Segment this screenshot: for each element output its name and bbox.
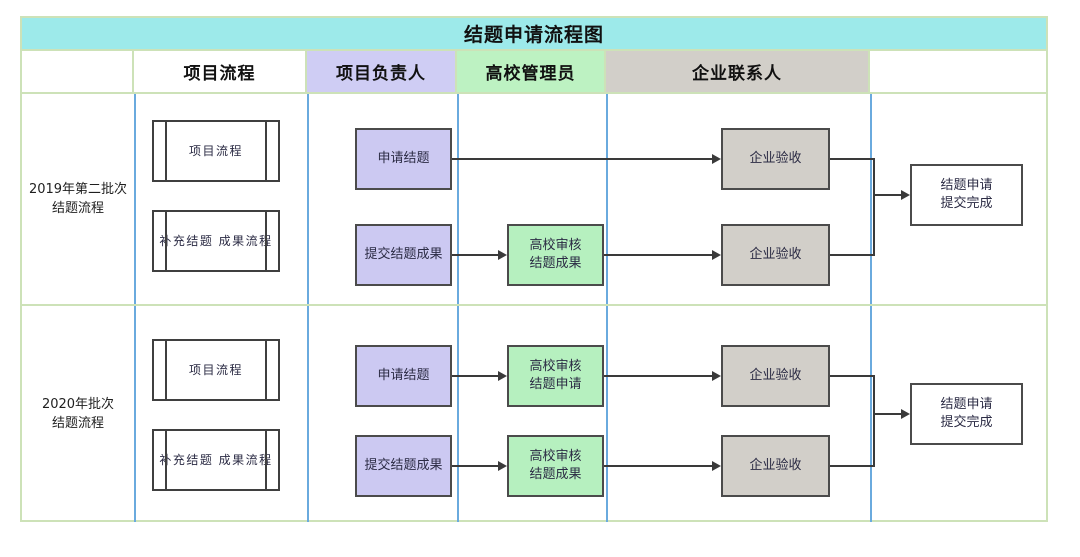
column-header-project-flow: 项目流程: [134, 51, 307, 92]
predefined-process-2020-project-flow[interactable]: 项目流程: [152, 339, 280, 401]
node-2019-company-acceptance-2[interactable]: 企业验收: [721, 224, 830, 286]
connector-2020-bus-to-final: [873, 413, 901, 415]
connector-2020-merge-bus: [873, 375, 875, 467]
connector-2019-company1-to-bus: [830, 158, 875, 160]
arrowhead-2020-submit-to-review: [498, 461, 507, 471]
lane-divider-3: [457, 94, 459, 522]
lane-divider-4: [606, 94, 608, 522]
lane-divider-2: [307, 94, 309, 522]
arrowhead-2019-submit-to-review: [498, 250, 507, 260]
row-label-2019-line1: 2019年第二批次: [28, 181, 128, 197]
arrowhead-2019-bus-to-final: [901, 190, 910, 200]
connector-2019-merge-bus: [873, 158, 875, 256]
arrowhead-2019-review-to-company: [712, 250, 721, 260]
row-label-2020-line2: 结题流程: [51, 416, 104, 431]
connector-2019-company2-to-bus: [830, 254, 875, 256]
arrowhead-2020-bus-to-final: [901, 409, 910, 419]
predefined-process-2020-supplement-flow[interactable]: 补充结题 成果流程: [152, 429, 280, 491]
arrowhead-2020-apply-to-review: [498, 371, 507, 381]
node-2020-university-review-application[interactable]: 高校审核 结题申请: [507, 345, 604, 407]
node-2020-apply-completion[interactable]: 申请结题: [355, 345, 452, 407]
predefined-process-label: 补充结题 成果流程: [159, 453, 273, 467]
predefined-process-label: 补充结题 成果流程: [159, 234, 273, 248]
column-header-university-admin: 高校管理员: [457, 51, 606, 92]
column-header-blank-left: [22, 51, 134, 92]
predef-bar-left: [165, 122, 167, 180]
connector-2020-review1-to-company: [604, 375, 712, 377]
connector-2019-apply-to-company: [452, 158, 712, 160]
connector-2020-company2-to-bus: [830, 465, 875, 467]
node-2019-submit-results[interactable]: 提交结题成果: [355, 224, 452, 286]
node-2020-completion-submitted[interactable]: 结题申请 提交完成: [910, 383, 1023, 445]
arrowhead-2020-review2-to-company: [712, 461, 721, 471]
connector-2020-apply-to-review: [452, 375, 498, 377]
predef-bar-right: [265, 431, 267, 489]
predef-bar-right: [265, 341, 267, 399]
predef-bar-left: [165, 341, 167, 399]
connector-2020-review2-to-company: [604, 465, 712, 467]
node-2019-university-review-results[interactable]: 高校审核 结题成果: [507, 224, 604, 286]
arrowhead-2020-review1-to-company: [712, 371, 721, 381]
predefined-process-2019-supplement-flow[interactable]: 补充结题 成果流程: [152, 210, 280, 272]
node-2019-company-acceptance-1[interactable]: 企业验收: [721, 128, 830, 190]
arrowhead-2019-apply-to-company: [712, 154, 721, 164]
node-2020-company-acceptance-1[interactable]: 企业验收: [721, 345, 830, 407]
node-2020-university-review-results[interactable]: 高校审核 结题成果: [507, 435, 604, 497]
row-label-2019-line2: 结题流程: [51, 201, 104, 216]
flowchart-table: 结题申请流程图 项目流程 项目负责人 高校管理员 企业联系人 2019年第二批次…: [20, 16, 1048, 522]
connector-2019-bus-to-final: [873, 194, 901, 196]
predef-bar-left: [165, 431, 167, 489]
node-2019-apply-completion[interactable]: 申请结题: [355, 128, 452, 190]
predefined-process-label: 项目流程: [188, 363, 243, 377]
lane-divider-1: [134, 94, 136, 522]
column-header-blank-right: [870, 51, 1046, 92]
row-label-2020-line1: 2020年批次: [41, 396, 115, 412]
predefined-process-2019-project-flow[interactable]: 项目流程: [152, 120, 280, 182]
predef-bar-left: [165, 212, 167, 270]
predefined-process-label: 项目流程: [188, 144, 243, 158]
lane-divider-5: [870, 94, 872, 522]
column-header-company-contact: 企业联系人: [606, 51, 870, 92]
row-label-2019: 2019年第二批次 结题流程: [22, 94, 134, 304]
row-divider: [22, 304, 1046, 306]
diagram-title-bar: 结题申请流程图: [22, 18, 1046, 51]
node-2020-company-acceptance-2[interactable]: 企业验收: [721, 435, 830, 497]
predef-bar-right: [265, 212, 267, 270]
connector-2020-submit-to-review: [452, 465, 498, 467]
connector-2020-company1-to-bus: [830, 375, 875, 377]
connector-2019-submit-to-review: [452, 254, 498, 256]
header-row: 项目流程 项目负责人 高校管理员 企业联系人: [22, 51, 1046, 94]
column-header-project-owner: 项目负责人: [307, 51, 457, 92]
diagram-title: 结题申请流程图: [463, 24, 604, 46]
row-label-2020: 2020年批次 结题流程: [22, 306, 134, 522]
node-2020-submit-results[interactable]: 提交结题成果: [355, 435, 452, 497]
connector-2019-review-to-company: [604, 254, 712, 256]
node-2019-completion-submitted[interactable]: 结题申请 提交完成: [910, 164, 1023, 226]
predef-bar-right: [265, 122, 267, 180]
